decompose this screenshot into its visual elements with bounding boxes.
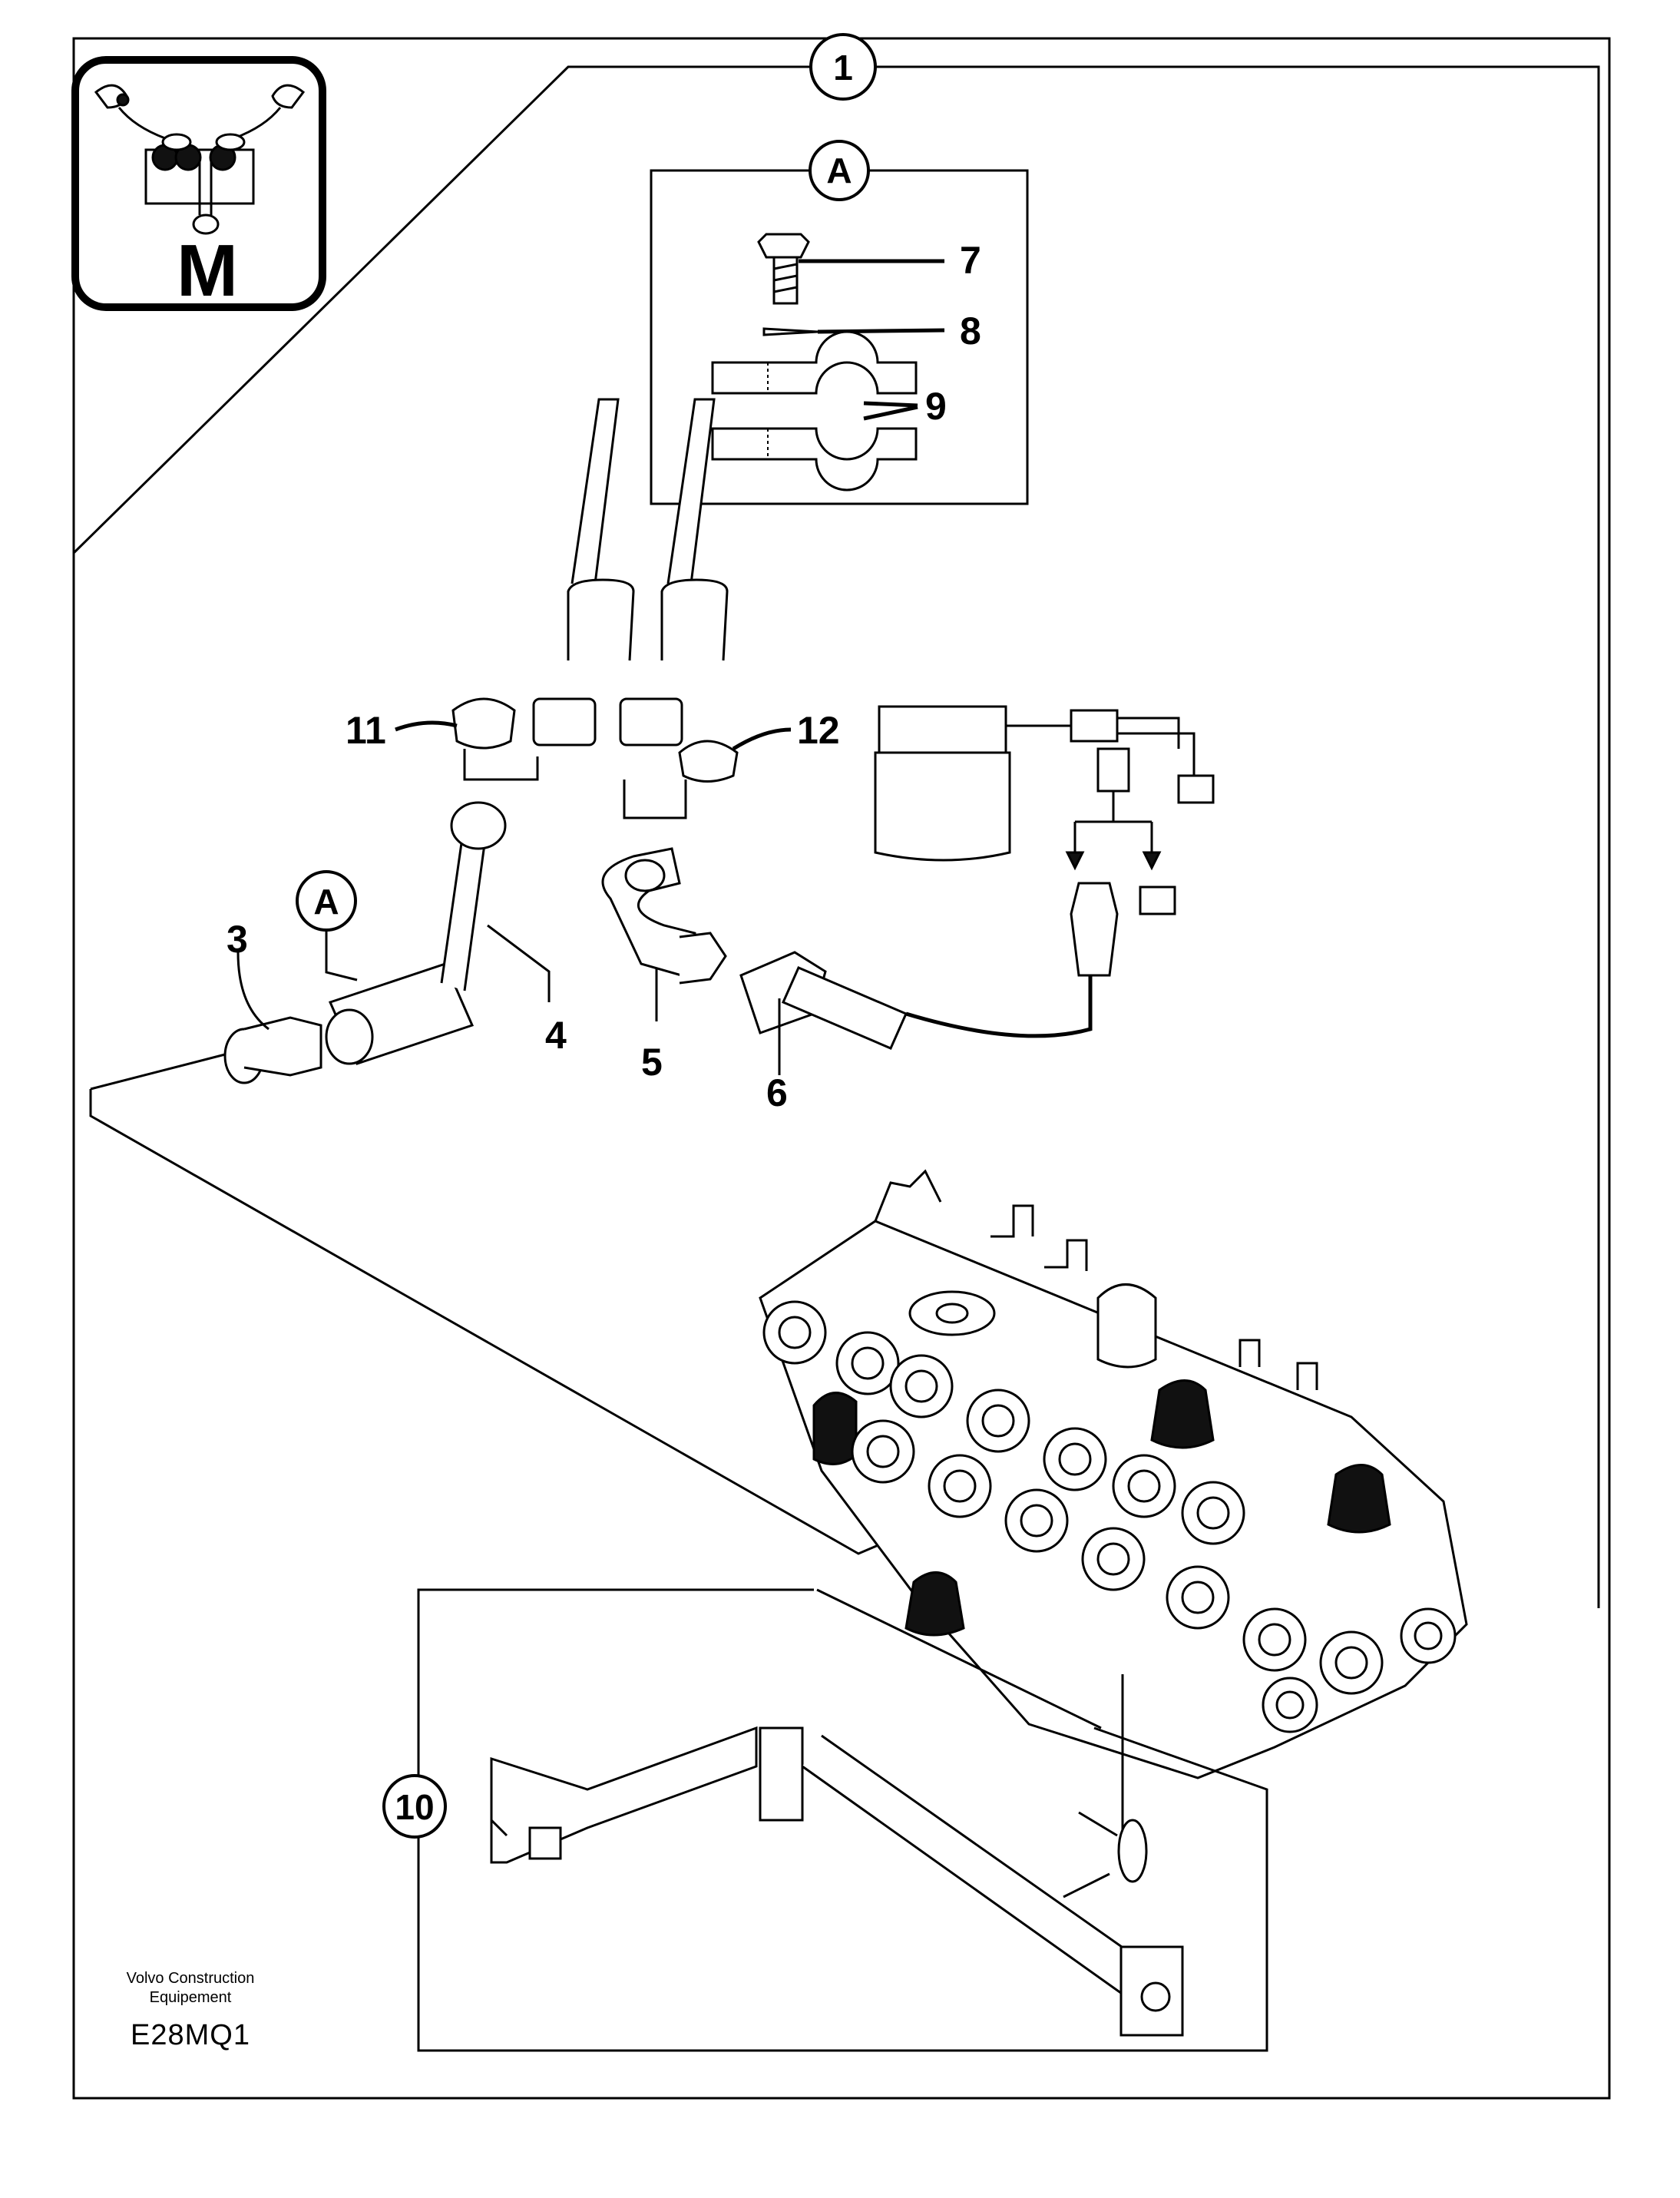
valve-ports [762,1300,1457,1733]
bolt-7 [757,233,944,305]
callout-5: 5 [641,1041,663,1084]
elbow-5 [601,847,727,1021]
callout-10: 10 [395,1787,434,1827]
callout-7: 7 [960,239,981,282]
callout-9: 9 [925,385,947,428]
footer: Volvo Construction Equipement E28MQ1 [127,1970,255,2051]
footer-drawing-code: E28MQ1 [131,2019,250,2051]
group-callout-label: 1 [833,48,853,88]
callout-12: 12 [797,709,840,752]
item-10-box [417,1588,1268,2052]
callout-6: 6 [766,1071,788,1114]
group-outline [835,65,1600,1608]
callout-3: 3 [227,918,248,961]
detail-a-label: A [826,151,852,190]
manifold-4 [325,801,551,1065]
group-outline-diag [72,65,817,554]
callout-10-bubble [382,1774,447,1839]
connection-bracket-left [463,749,539,781]
joystick-icon [94,84,306,235]
callout-4: 4 [545,1014,567,1057]
category-symbol: M [71,56,326,312]
hose-6 [739,951,1093,1075]
control-valve [759,1169,1468,1779]
group-callout: 1 [809,33,877,101]
hose-left [532,398,635,746]
connection-bracket-right [623,780,687,819]
item-10-box-diag [816,1588,1102,1730]
plug-11 [395,697,516,750]
filter-assembly [874,705,1215,977]
detail-a-box: A 7 8 9 [650,140,1029,505]
ref-a-label: A [313,882,339,922]
footer-company-line2: Equipement [150,1989,232,2006]
clamp-9 [711,330,918,492]
symbol-letter: M [177,230,238,312]
bracket-10 [490,1726,1184,2037]
plug-12 [678,727,792,783]
callout-11: 11 [346,709,386,752]
washer-8 [762,327,945,336]
callout-8: 8 [960,310,981,353]
fitting-3 [223,1016,322,1084]
footer-company-line1: Volvo Construction [127,1970,255,1987]
hose-right [619,398,729,746]
